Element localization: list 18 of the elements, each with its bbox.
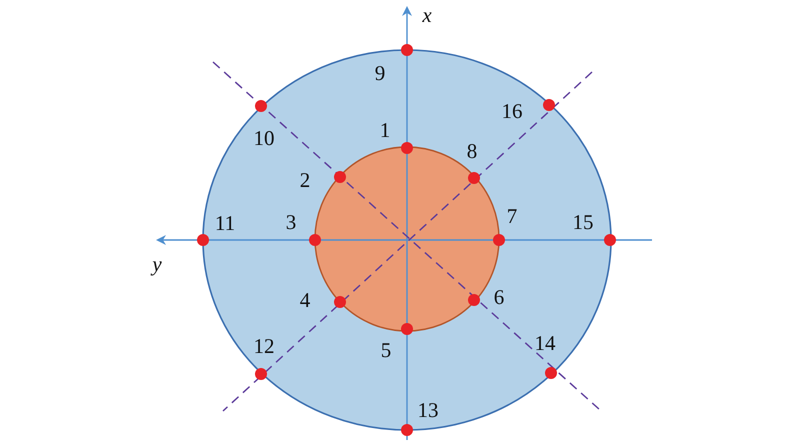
axis-label: x [422,4,432,26]
point-number: 15 [572,211,594,233]
point-number: 2 [300,169,310,191]
point-number: 7 [506,205,518,227]
point-number: 13 [418,399,438,421]
point-number: 9 [374,62,386,84]
point-number: 5 [380,339,392,361]
point-number: 14 [534,332,556,354]
point-number: 3 [286,211,296,233]
point-number: 16 [502,100,522,122]
point-number: 1 [380,119,390,141]
point-number: 4 [300,289,310,311]
axis-label: y [152,253,162,275]
point-number: 8 [466,140,478,162]
point-number: 11 [214,212,236,234]
point-number: 12 [254,335,274,357]
point-number: 6 [494,286,504,308]
point-number: 10 [254,127,274,149]
